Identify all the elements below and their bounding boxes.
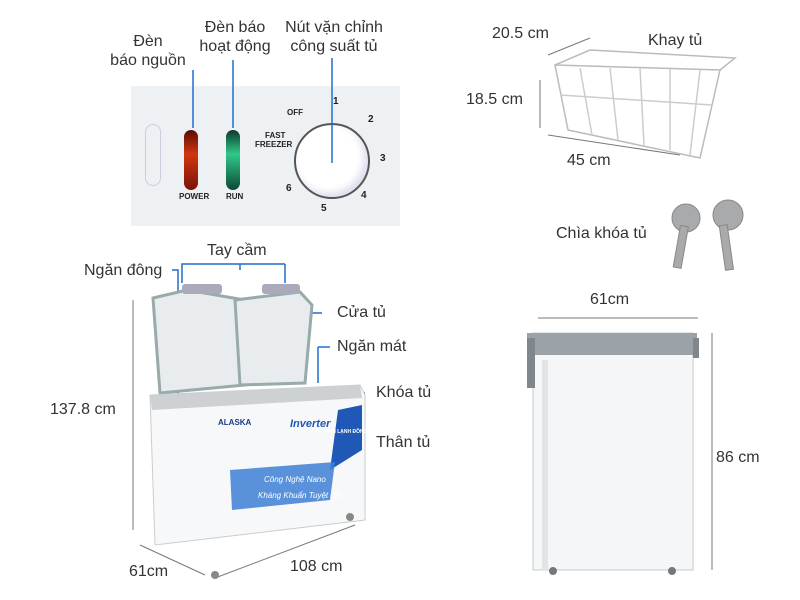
dial-setting-6: 6	[286, 183, 292, 194]
freezer-side-illustration	[527, 332, 699, 575]
slogan-1: Công Nghệ Nano	[264, 475, 326, 484]
basket-label: Khay tủ	[648, 32, 703, 49]
dial-setting-5: 5	[321, 203, 327, 214]
power-led-label: POWER	[179, 192, 210, 201]
basket-icon	[554, 49, 738, 159]
dial-setting-2: 2	[368, 114, 374, 125]
handle-callout: Tay cầm	[207, 242, 267, 259]
cooler-compartment-callout: Ngăn mát	[337, 338, 407, 355]
keys-label: Chìa khóa tủ	[556, 225, 647, 242]
dial-off-label: OFF	[287, 108, 303, 117]
basket-height: 18.5 cm	[466, 91, 523, 108]
dial-setting-3: 3	[380, 153, 386, 164]
front-height-dimension: 137.8 cm	[50, 401, 116, 418]
keys-icon	[671, 199, 744, 271]
panel-slot	[145, 124, 161, 186]
basket-depth: 20.5 cm	[492, 25, 549, 42]
door-callout: Cửa tủ	[337, 304, 386, 321]
side-height-dimension: 86 cm	[716, 449, 760, 466]
inverter-badge: Inverter	[290, 418, 331, 430]
power-led-icon	[184, 130, 198, 190]
dimension-lines	[132, 37, 713, 579]
lock-callout: Khóa tủ	[376, 384, 432, 401]
front-width-dimension: 108 cm	[290, 558, 343, 575]
dial-setting-4: 4	[361, 190, 367, 201]
freezer-front-illustration	[149, 284, 366, 579]
run-led-label: RUN	[226, 192, 244, 201]
freezer-compartment-callout: Ngăn đông	[84, 262, 163, 279]
slogan-2: Kháng Khuẩn Tuyệt đối	[258, 491, 342, 500]
side-depth-dimension: 61cm	[590, 291, 630, 308]
run-led-icon	[226, 130, 240, 190]
copper-badge: DÀN LẠNH ĐỒNG	[325, 429, 368, 435]
body-callout: Thân tủ	[376, 434, 431, 451]
dial-setting-1: 1	[333, 96, 339, 107]
front-depth-dimension: 61cm	[129, 563, 169, 580]
basket-width: 45 cm	[567, 152, 611, 169]
brand-logo: ALASKA	[218, 418, 252, 427]
